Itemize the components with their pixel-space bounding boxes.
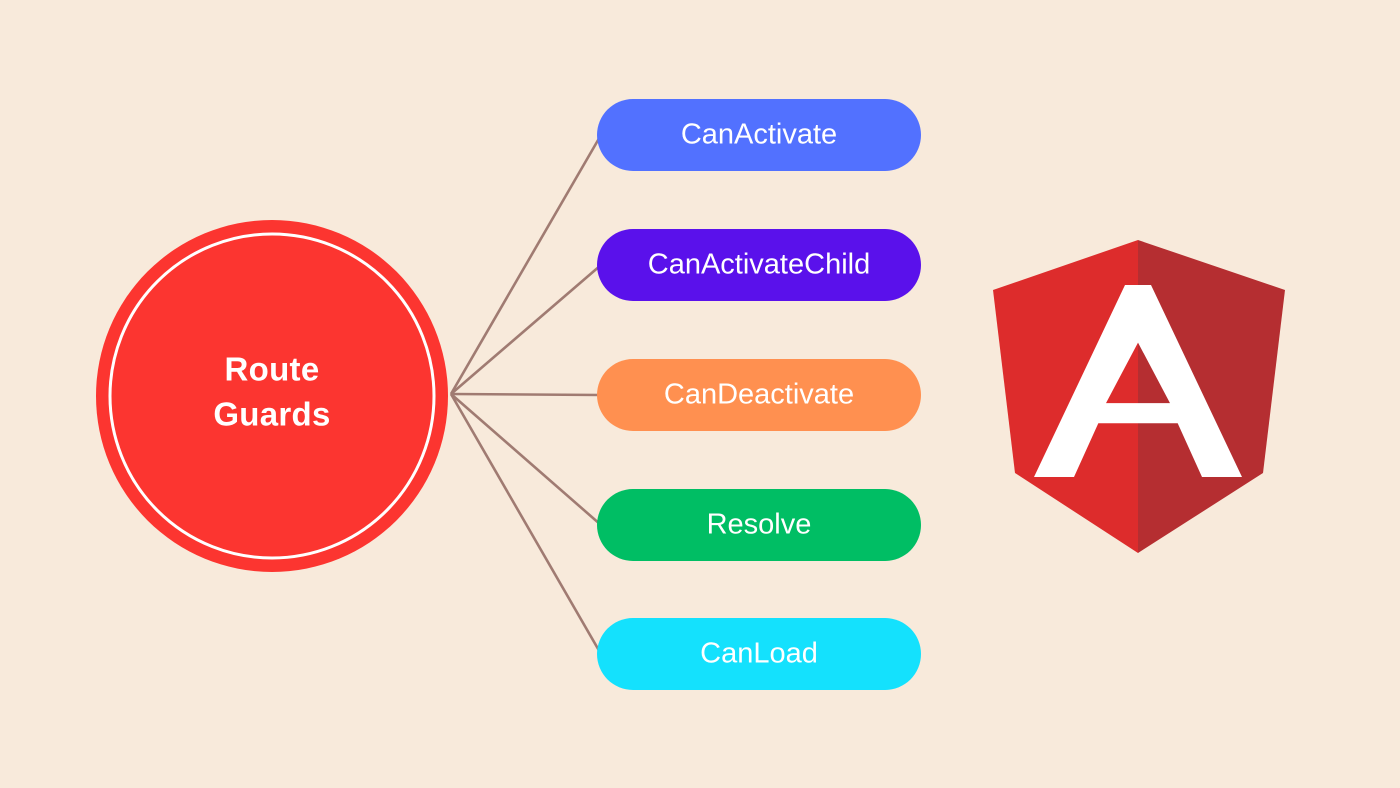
angular-shield-left-face — [993, 240, 1138, 553]
guard-pill-can-load[interactable]: CanLoad — [597, 618, 921, 690]
connector-line-can-activate-child — [450, 264, 602, 395]
guard-pill-shape-can-activate — [597, 99, 921, 171]
route-guards-hub[interactable]: Route Guards — [96, 220, 448, 572]
angular-shield-right-face — [1138, 240, 1285, 553]
guard-pill-list: CanActivateCanActivateChildCanDeactivate… — [597, 99, 921, 690]
guard-pill-shape-can-load — [597, 618, 921, 690]
connector-line-resolve — [450, 393, 602, 526]
angular-logo — [993, 240, 1285, 553]
hub-label-line1: Route — [225, 351, 320, 388]
guard-pill-label-can-activate-child: CanActivateChild — [648, 249, 870, 281]
angular-letter-a-icon — [1034, 285, 1242, 477]
connector-line-can-deactivate — [450, 392, 602, 397]
guard-pill-can-activate[interactable]: CanActivate — [597, 99, 921, 171]
connector-lines — [449, 134, 603, 655]
guard-pill-label-can-load: CanLoad — [700, 638, 818, 670]
hub-label-line2: Guards — [213, 396, 330, 433]
hub-circle-fill — [96, 220, 448, 572]
guard-pill-label-can-deactivate: CanDeactivate — [664, 379, 854, 411]
guard-pill-resolve[interactable]: Resolve — [597, 489, 921, 561]
guard-pill-shape-can-deactivate — [597, 359, 921, 431]
connector-line-can-load — [449, 393, 603, 655]
guard-pill-shape-resolve — [597, 489, 921, 561]
connector-line-can-activate — [449, 134, 603, 395]
guard-pill-can-deactivate[interactable]: CanDeactivate — [597, 359, 921, 431]
guard-pill-label-resolve: Resolve — [707, 509, 812, 541]
guard-pill-label-can-activate: CanActivate — [681, 119, 837, 151]
guard-pill-shape-can-activate-child — [597, 229, 921, 301]
guard-pill-can-activate-child[interactable]: CanActivateChild — [597, 229, 921, 301]
hub-inner-ring — [108, 232, 436, 560]
